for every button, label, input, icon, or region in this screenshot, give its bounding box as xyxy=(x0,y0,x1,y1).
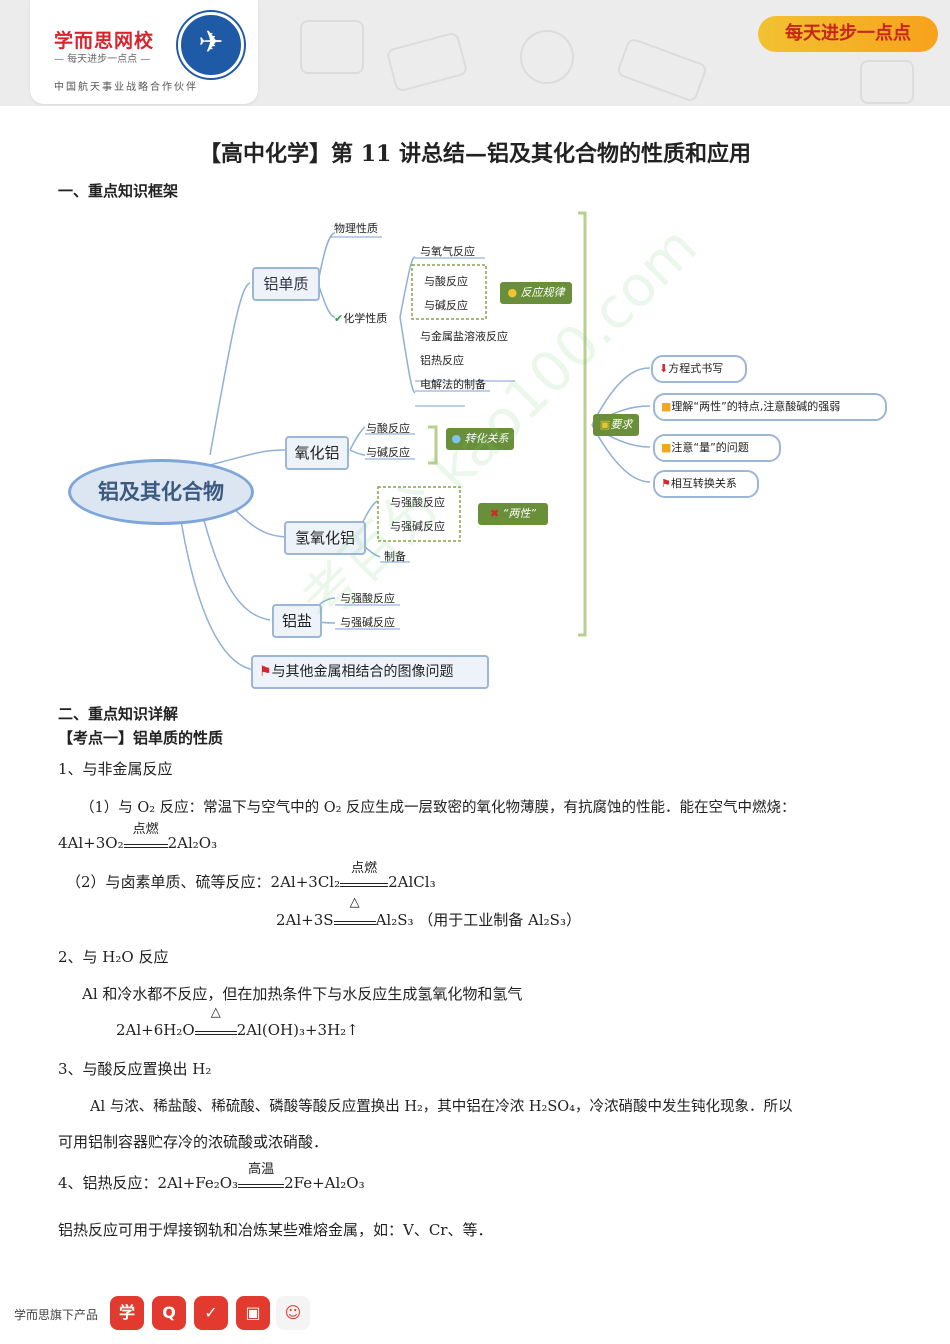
equation: 2Al+3S△Al₂S₃ （用于工业制备 Al₂S₃） xyxy=(276,895,581,929)
node-hyd-prep: 制备 xyxy=(384,550,406,563)
banner-decoration xyxy=(385,31,469,93)
flag-icon: ⚑ xyxy=(259,664,272,680)
warning-icon: ● xyxy=(507,286,521,299)
node-al-o2: 与氧气反应 xyxy=(420,245,475,258)
node-hydroxide: 氢氧化铝 xyxy=(284,521,366,555)
info-icon: ● xyxy=(451,432,465,445)
node-al-electro: 电解法的制备 xyxy=(420,378,486,391)
node-oxide-acid: 与酸反应 xyxy=(366,422,410,435)
tag-requirement: ▣要求 xyxy=(593,414,639,436)
paragraph: Al 与浓、稀盐酸、稀硫酸、磷酸等酸反应置换出 H₂，其中铝在冷浓 H₂SO₄，… xyxy=(90,1099,793,1115)
header-banner: 学而思网校 — 每天进步一点点 — 中国航天事业战略合作伙伴 ✈ 每天进步一点点 xyxy=(0,0,950,106)
node-al-acid: 与酸反应 xyxy=(424,275,468,288)
paragraph: 可用铝制容器贮存冷的浓硫酸或浓硝酸． xyxy=(58,1133,329,1151)
section-heading: 二、重点知识详解 xyxy=(58,705,179,723)
banner-decoration xyxy=(860,60,914,104)
app-check-icon[interactable]: ✓ xyxy=(194,1296,228,1330)
node-graph: ⚑与其他金属相结合的图像问题 xyxy=(251,655,489,689)
paragraph: 3、与酸反应置换出 H₂ xyxy=(58,1060,212,1078)
partner-text: 中国航天事业战略合作伙伴 xyxy=(54,82,198,93)
footer: 学而思旗下产品 学 Q ✓ ▣ ☺ xyxy=(0,1282,950,1344)
tag-transform: ● 转化关系 xyxy=(446,428,514,450)
paragraph: （1）与 O₂ 反应：常温下与空气中的 O₂ 反应生成一层致密的氧化物薄膜，有抗… xyxy=(80,800,796,816)
aerospace-emblem-icon: ✈ xyxy=(178,12,244,78)
banner-decoration xyxy=(300,20,364,74)
node-al-salt: 与金属盐溶液反应 xyxy=(420,330,508,343)
section-heading: 一、重点知识框架 xyxy=(58,182,179,200)
node-salt-base: 与强碱反应 xyxy=(340,616,395,629)
paragraph: 铝热反应可用于焊接钢轨和冶炼某些难熔金属，如：V、Cr、等． xyxy=(58,1221,493,1239)
node-oxide: 氧化铝 xyxy=(285,436,349,470)
node-hyd-acid: 与强酸反应 xyxy=(390,496,445,509)
brand-tagline: — 每天进步一点点 — xyxy=(54,54,151,65)
x-icon: ✖ xyxy=(489,507,503,520)
number-icon: ■ xyxy=(661,441,672,454)
node-al-chem: ✔化学性质 xyxy=(334,312,388,325)
number-icon: ■ xyxy=(661,400,672,413)
node-salt: 铝盐 xyxy=(272,604,322,638)
check-icon: ✔ xyxy=(334,312,344,325)
flag-icon: ⚑ xyxy=(661,477,671,490)
paragraph: 1、与非金属反应 xyxy=(58,760,173,778)
app-search-icon[interactable]: Q xyxy=(152,1296,186,1330)
page-title: 【高中化学】第 11 讲总结—铝及其化合物的性质和应用 xyxy=(199,141,751,167)
logo-card: 学而思网校 — 每天进步一点点 — 中国航天事业战略合作伙伴 ✈ xyxy=(30,0,258,104)
node-al-phys: 物理性质 xyxy=(334,222,378,235)
req-item-1: ⬇方程式书写 xyxy=(651,355,747,383)
kaodian-heading: 【考点一】铝单质的性质 xyxy=(58,729,224,747)
node-salt-acid: 与强酸反应 xyxy=(340,592,395,605)
node-oxide-base: 与碱反应 xyxy=(366,446,410,459)
node-al: 铝单质 xyxy=(252,267,320,301)
node-hyd-base: 与强碱反应 xyxy=(390,520,445,533)
down-arrow-icon: ⬇ xyxy=(659,362,669,375)
app-mascot-icon[interactable]: ☺ xyxy=(276,1296,310,1330)
slogan-badge: 每天进步一点点 xyxy=(758,16,938,52)
footer-label: 学而思旗下产品 xyxy=(14,1308,99,1322)
paragraph: 2、与 H₂O 反应 xyxy=(58,948,169,966)
req-item-3: ■注意“量”的问题 xyxy=(653,434,781,462)
req-item-4: ⚑相互转换关系 xyxy=(653,470,759,498)
app-school-icon[interactable]: ▣ xyxy=(236,1296,270,1330)
req-item-2: ■理解“两性”的特点,注意酸碱的强弱 xyxy=(653,393,887,421)
node-al-base: 与碱反应 xyxy=(424,299,468,312)
note-icon: ▣ xyxy=(599,418,611,431)
node-al-thermite: 铝热反应 xyxy=(420,354,464,367)
banner-decoration xyxy=(615,36,709,104)
app-xue-icon[interactable]: 学 xyxy=(110,1296,144,1330)
brand-logo: 学而思网校 xyxy=(54,30,155,52)
mindmap-root: 铝及其化合物 xyxy=(68,459,254,525)
tag-amphoteric: ✖ “两性” xyxy=(478,503,548,525)
banner-decoration xyxy=(520,30,574,84)
equation: 2Al+6H₂O△2Al(OH)₃+3H₂↑ xyxy=(116,1005,359,1039)
paragraph: Al 和冷水都不反应，但在加热条件下与水反应生成氢氧化物和氢气 xyxy=(82,985,523,1003)
tag-rule: ● 反应规律 xyxy=(500,282,572,304)
